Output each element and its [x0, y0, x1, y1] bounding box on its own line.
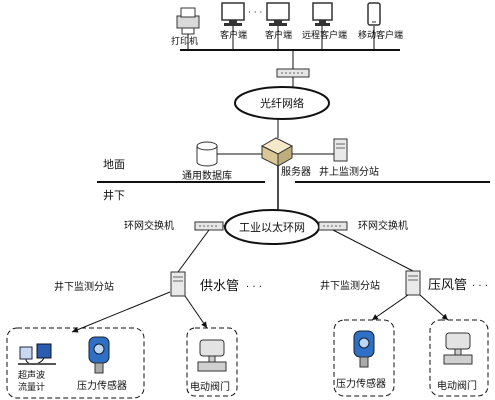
mobile-client-label: 移动客户端 [358, 29, 403, 41]
fiber-network-ellipse [234, 86, 330, 120]
substation-icon [170, 271, 186, 297]
underground-substation-left-label: 井下监测分站 [54, 280, 114, 293]
ultrasonic-flowmeter-icon [18, 343, 56, 365]
fiber-network-label: 光纤网络 [260, 96, 304, 110]
client-computer-icon [266, 2, 290, 50]
ground-label: 地面 [103, 158, 125, 171]
left-pressure-sensor-label: 压力传感器 [77, 379, 127, 392]
mobile-phone-icon [367, 2, 381, 50]
printer-label: 打印机 [171, 35, 198, 47]
ring-switch-left-label: 环网交换机 [124, 219, 174, 232]
remote-client-label: 远程客户端 [302, 29, 347, 41]
left-electric-valve-label: 电动阀门 [190, 380, 230, 393]
ring-network-label: 工业以太环网 [239, 221, 305, 234]
water-pipe-label: 供水管 [200, 279, 239, 294]
database-label: 通用数据库 [182, 169, 232, 182]
water-pipe-dots: · · · [246, 282, 262, 293]
client-2-label: 客户端 [265, 29, 292, 41]
air-pipe-label: 压风管 [428, 278, 467, 293]
client-dots: · · · [248, 8, 262, 18]
right-sensor-group-box [333, 319, 395, 397]
electric-valve-icon [197, 339, 227, 372]
server-label: 服务器 [281, 165, 311, 178]
pressure-sensor-icon [353, 330, 375, 368]
substation-icon [333, 138, 348, 162]
client-1-label: 客户端 [220, 29, 247, 41]
server-icon [260, 137, 294, 167]
left-valve-box [186, 327, 238, 397]
right-electric-valve-label: 电动阀门 [437, 379, 477, 392]
substation-icon [405, 270, 421, 296]
switch-icon [194, 221, 224, 231]
right-pressure-sensor-label: 压力传感器 [336, 377, 386, 390]
switch-icon [318, 221, 348, 231]
remote-client-computer-icon [312, 2, 333, 50]
electric-valve-icon [443, 332, 473, 365]
database-icon [196, 141, 218, 167]
switch-icon [276, 68, 310, 78]
left-sensor-group-box [6, 327, 145, 399]
flowmeter-label-line2: 流量计 [18, 381, 45, 393]
printer-icon [176, 7, 200, 50]
right-valve-box [429, 319, 489, 397]
underground-label: 井下 [103, 188, 125, 202]
air-pipe-dots: · · · [472, 281, 488, 292]
pressure-sensor-icon [88, 336, 110, 374]
surface-substation-label: 井上监测分站 [319, 165, 379, 178]
client-computer-icon [221, 2, 245, 50]
underground-substation-right-label: 井下监测分站 [320, 279, 380, 292]
flowmeter-label-line1: 超声波 [18, 369, 45, 381]
ring-switch-right-label: 环网交换机 [358, 219, 408, 232]
